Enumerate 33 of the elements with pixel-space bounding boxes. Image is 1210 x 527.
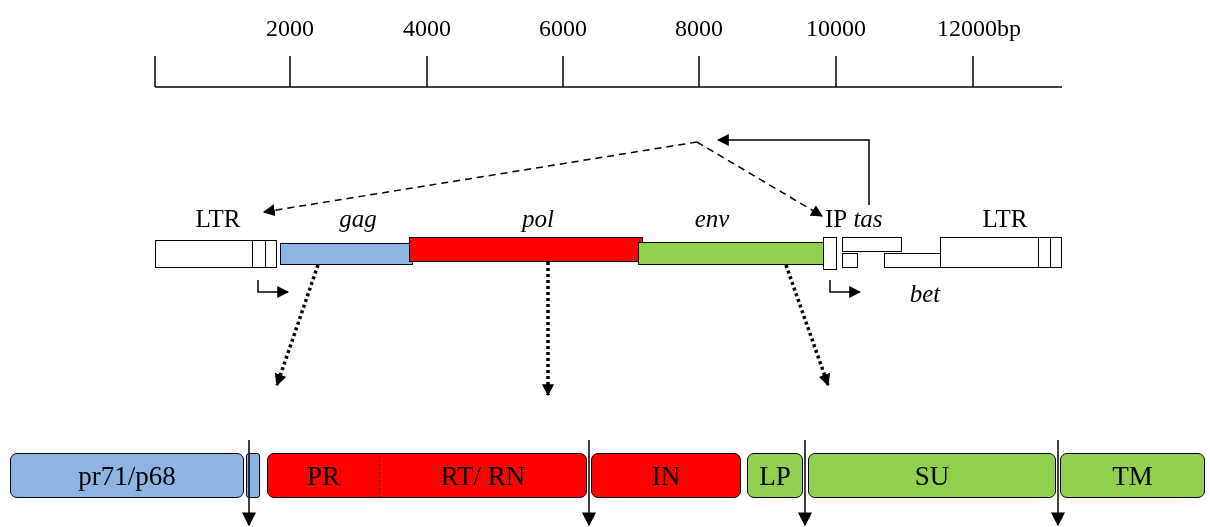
protein-label: pr71/p68: [78, 460, 176, 491]
gene-label: tas: [853, 206, 883, 232]
gene-label: LTR: [982, 206, 1028, 232]
gene-label: pol: [522, 206, 554, 232]
scale-label: 6000: [539, 14, 587, 42]
protein-box: [747, 453, 803, 498]
arrow: [696, 141, 824, 217]
gene-label: LTR: [195, 206, 241, 232]
arrow: [784, 264, 831, 387]
scale-label: 8000: [675, 14, 723, 42]
protein-label: LP: [759, 460, 791, 491]
protein-label: PR: [307, 460, 340, 491]
protein-label: SU: [914, 460, 950, 491]
scale-label: 12000bp: [937, 14, 1021, 42]
protein-label: IN: [651, 460, 681, 491]
arrow: [262, 141, 698, 217]
scale-label: 10000: [806, 14, 866, 42]
protein-box: [808, 453, 1056, 498]
arrow: [542, 262, 554, 397]
protein-box: [10, 453, 244, 498]
protein-box: [591, 453, 741, 498]
arrow: [274, 264, 320, 387]
scale-label: 2000: [266, 14, 314, 42]
scale-label: 4000: [403, 14, 451, 42]
protein-box: [1060, 453, 1205, 498]
gene-label: gag: [339, 206, 377, 232]
gene-label: env: [694, 206, 730, 232]
gene-label: IP: [824, 206, 848, 232]
arrow: [716, 134, 870, 206]
protein-label: RT/ RN: [440, 460, 526, 491]
protein-box: [267, 453, 587, 498]
gene-label: bet: [909, 281, 941, 307]
protein-label: TM: [1112, 460, 1153, 491]
